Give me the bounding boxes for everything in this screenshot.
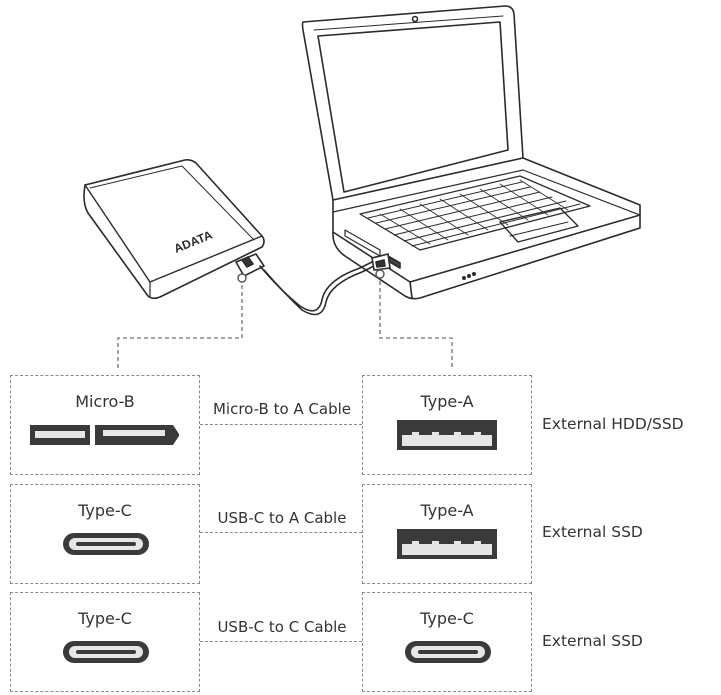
laptop-icon: [301, 5, 641, 300]
right-port-box-3: Type-C: [362, 592, 532, 692]
left-port-label: Type-C: [78, 609, 132, 628]
usb-type-a-port-icon: [397, 420, 497, 450]
left-port-box-1: Micro-B: [10, 375, 200, 475]
external-drive-icon: ADATA: [83, 159, 265, 300]
result-label-1: External HDD/SSD: [542, 415, 684, 433]
left-port-label: Micro-B: [75, 392, 135, 411]
cable-icon: [235, 253, 391, 316]
left-port-box-2: Type-C: [10, 484, 200, 584]
usb-type-c-port-icon: [63, 641, 149, 663]
right-port-box-2: Type-A: [362, 484, 532, 584]
left-port-box-3: Type-C: [10, 592, 200, 692]
left-port-label: Type-C: [78, 501, 132, 520]
usb-type-a-port-icon: [397, 529, 497, 559]
cable-line-3: [200, 641, 362, 642]
cable-label-1: Micro-B to A Cable: [203, 400, 361, 418]
usb-micro-b-port-icon: [30, 425, 179, 445]
result-label-3: External SSD: [542, 632, 643, 650]
right-port-box-1: Type-A: [362, 375, 532, 475]
usb-type-c-port-icon: [405, 641, 491, 663]
device-illustration: ADATA: [83, 5, 641, 370]
result-label-2: External SSD: [542, 523, 643, 541]
cable-label-2: USB-C to A Cable: [203, 509, 361, 527]
usb-type-c-port-icon: [63, 533, 149, 555]
right-port-label: Type-A: [420, 501, 474, 520]
cable-line-1: [200, 424, 362, 425]
right-port-label: Type-C: [420, 609, 474, 628]
right-port-label: Type-A: [420, 392, 474, 411]
cable-label-3: USB-C to C Cable: [203, 618, 361, 636]
cable-line-2: [200, 532, 362, 533]
